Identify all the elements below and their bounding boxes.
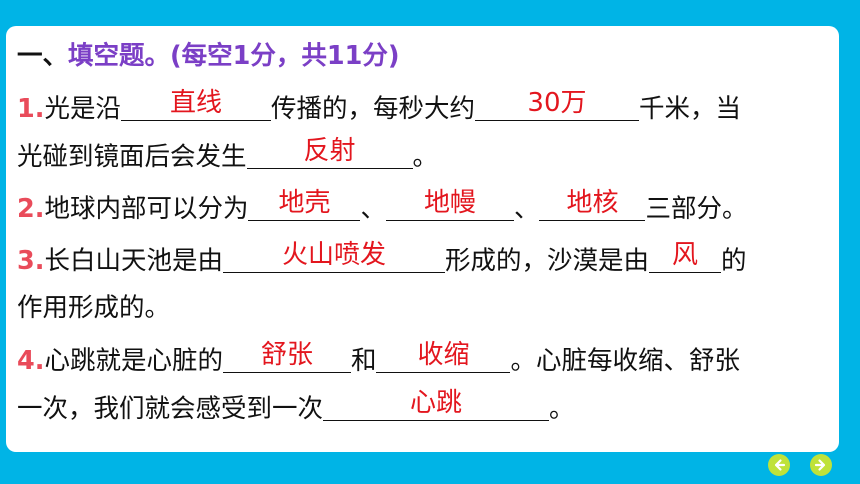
answer-text: 心跳 — [410, 388, 463, 418]
question-text: 传播的，每秒大约 — [270, 94, 475, 124]
next-slide-button[interactable] — [810, 454, 832, 476]
question-text: 的 — [720, 246, 747, 276]
answer-blank: 火山喷发 — [222, 240, 445, 273]
arrow-left-icon — [774, 459, 786, 471]
prev-slide-button[interactable] — [768, 454, 790, 476]
worksheet-card: 一、填空题。(每空1分，共11分) 1.光是沿 直线 传播的，每秒大约 30万 千米，当… — [6, 26, 839, 452]
answer-text: 地核 — [566, 188, 619, 218]
answer-blank: 反射 — [246, 136, 413, 169]
question-text: 千米，当 — [638, 94, 741, 124]
answer-text: 地壳 — [278, 188, 331, 218]
answer-text: 地幔 — [423, 188, 476, 218]
answer-blank: 心跳 — [323, 388, 550, 421]
slide-navigation — [768, 454, 832, 476]
question-text: 。 — [412, 142, 439, 172]
question-text: 长白山天池是由 — [44, 246, 223, 276]
question-3-line-2: 作用形成的。 — [17, 292, 829, 324]
question-text: 。 — [549, 394, 575, 424]
question-4-line-2: 一次，我们就会感受到一次 心跳 。 — [17, 388, 829, 424]
answer-text: 收缩 — [417, 340, 470, 370]
answer-text: 风 — [671, 240, 698, 270]
answer-text: 30万 — [527, 88, 587, 118]
question-text: 一次，我们就会感受到一次 — [17, 394, 324, 424]
question-text: 。心脏每收缩、舒张 — [510, 346, 740, 376]
answer-blank: 30万 — [474, 88, 639, 121]
answer-text: 火山喷发 — [281, 240, 386, 270]
arrow-right-icon — [814, 459, 826, 471]
answer-blank: 风 — [648, 240, 721, 273]
answer-text: 直线 — [169, 88, 222, 118]
question-text: 光碰到镜面后会发生 — [17, 142, 247, 172]
section-heading: 一、填空题。(每空1分，共11分) — [17, 40, 829, 72]
answer-text: 舒张 — [260, 340, 313, 370]
answer-blank: 地壳 — [248, 188, 361, 221]
answer-blank: 地核 — [539, 188, 646, 221]
section-number: 一、 — [17, 41, 69, 71]
question-text: 光是沿 — [44, 94, 121, 124]
answer-blank: 直线 — [120, 88, 271, 121]
question-2-line-1: 2.地球内部可以分为地壳、地幔、地核三部分。 — [17, 188, 829, 224]
question-4-line-1: 4.心跳就是心脏的 舒张 和 收缩 。心脏每收缩、舒张 — [17, 340, 829, 376]
question-number: 1. — [17, 94, 45, 124]
answer-text: 反射 — [303, 136, 356, 166]
question-text: 作用形成的。 — [17, 293, 171, 323]
section-title: 填空题。(每空1分，共11分) — [68, 41, 400, 71]
question-text: 和 — [350, 346, 377, 376]
question-text: 、 — [513, 194, 540, 224]
question-text: 地球内部可以分为 — [44, 194, 249, 224]
question-text: 心跳就是心脏的 — [44, 346, 223, 376]
question-3-line-1: 3.长白山天池是由 火山喷发 形成的，沙漠是由风的 — [17, 240, 829, 276]
question-number: 3. — [17, 246, 45, 276]
answer-blank: 地幔 — [385, 188, 514, 221]
question-1-line-1: 1.光是沿 直线 传播的，每秒大约 30万 千米，当 — [17, 88, 829, 124]
question-number: 4. — [17, 346, 45, 376]
question-1-line-2: 光碰到镜面后会发生 反射 。 — [17, 136, 829, 172]
question-text: 形成的，沙漠是由 — [444, 246, 649, 276]
answer-blank: 舒张 — [222, 340, 351, 373]
answer-blank: 收缩 — [376, 340, 511, 373]
question-text: 、 — [360, 194, 386, 224]
question-text: 三部分。 — [645, 194, 748, 224]
question-number: 2. — [17, 194, 45, 224]
